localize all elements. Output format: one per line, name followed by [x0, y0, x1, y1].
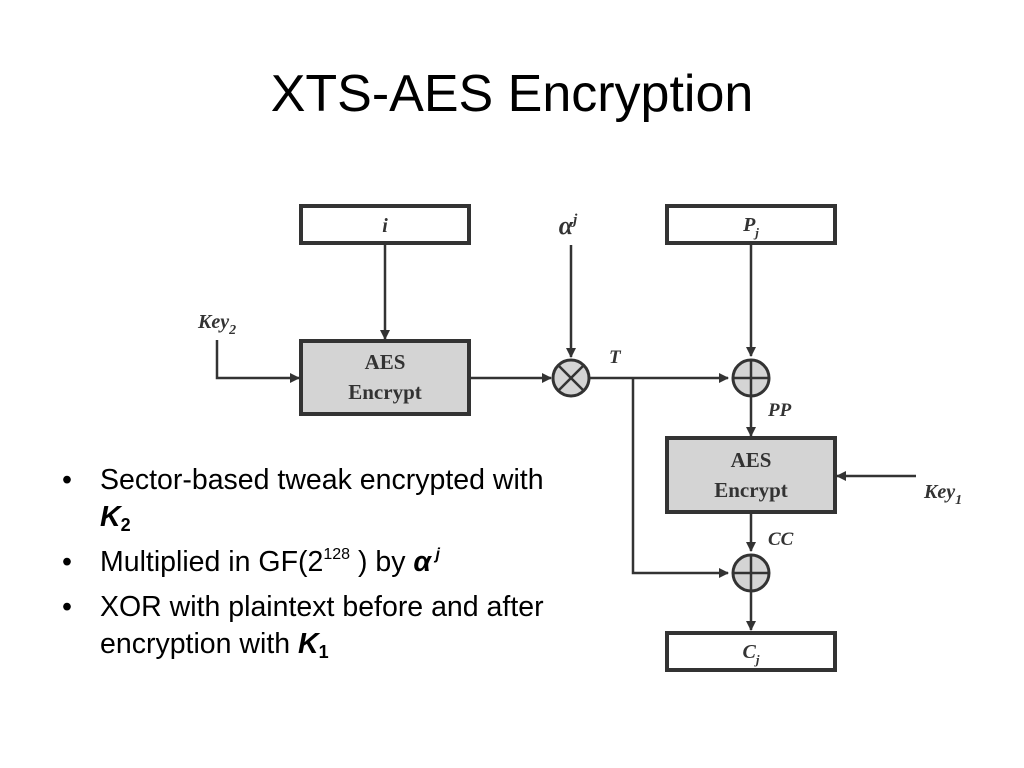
input-i-box: i: [299, 204, 471, 245]
bullet-list: Sector-based tweak encrypted with K2 Mul…: [58, 462, 578, 671]
cc-label: CC: [768, 529, 794, 550]
arrow-key2-to-aes: [215, 340, 300, 383]
plaintext-pj-label: Pj: [742, 214, 759, 240]
xor-operator-bottom-icon: [731, 553, 771, 593]
key1-label: Key1: [923, 481, 962, 508]
pp-label: PP: [767, 400, 792, 421]
input-i-label: i: [382, 215, 388, 237]
ciphertext-cj-box: Cj: [665, 631, 837, 672]
slide-title: XTS-AES Encryption: [270, 65, 754, 123]
svg-text:AES: AES: [365, 350, 406, 374]
arrow-t-to-xor-bottom: [631, 378, 729, 578]
bullet-item-xor: XOR with plaintext before and after encr…: [58, 589, 578, 663]
xor-operator-top-icon: [731, 358, 771, 398]
aes-encrypt-box-bottom: AES Encrypt: [665, 436, 837, 514]
key2-label: Key2: [197, 311, 236, 338]
plaintext-pj-box: Pj: [665, 204, 837, 245]
ciphertext-cj-label: Cj: [743, 641, 760, 667]
bullet-item-tweak: Sector-based tweak encrypted with K2: [58, 462, 578, 536]
svg-text:Encrypt: Encrypt: [348, 380, 422, 404]
alpha-j-label: αj: [559, 211, 578, 240]
multiply-operator-icon: [551, 358, 591, 398]
bullet-item-multiply: Multiplied in GF(2128 ) by α j: [58, 544, 578, 581]
svg-text:AES: AES: [731, 448, 772, 472]
tweak-t-label: T: [609, 347, 622, 368]
svg-text:Encrypt: Encrypt: [714, 478, 788, 502]
aes-encrypt-box-top: AES Encrypt: [299, 339, 471, 416]
